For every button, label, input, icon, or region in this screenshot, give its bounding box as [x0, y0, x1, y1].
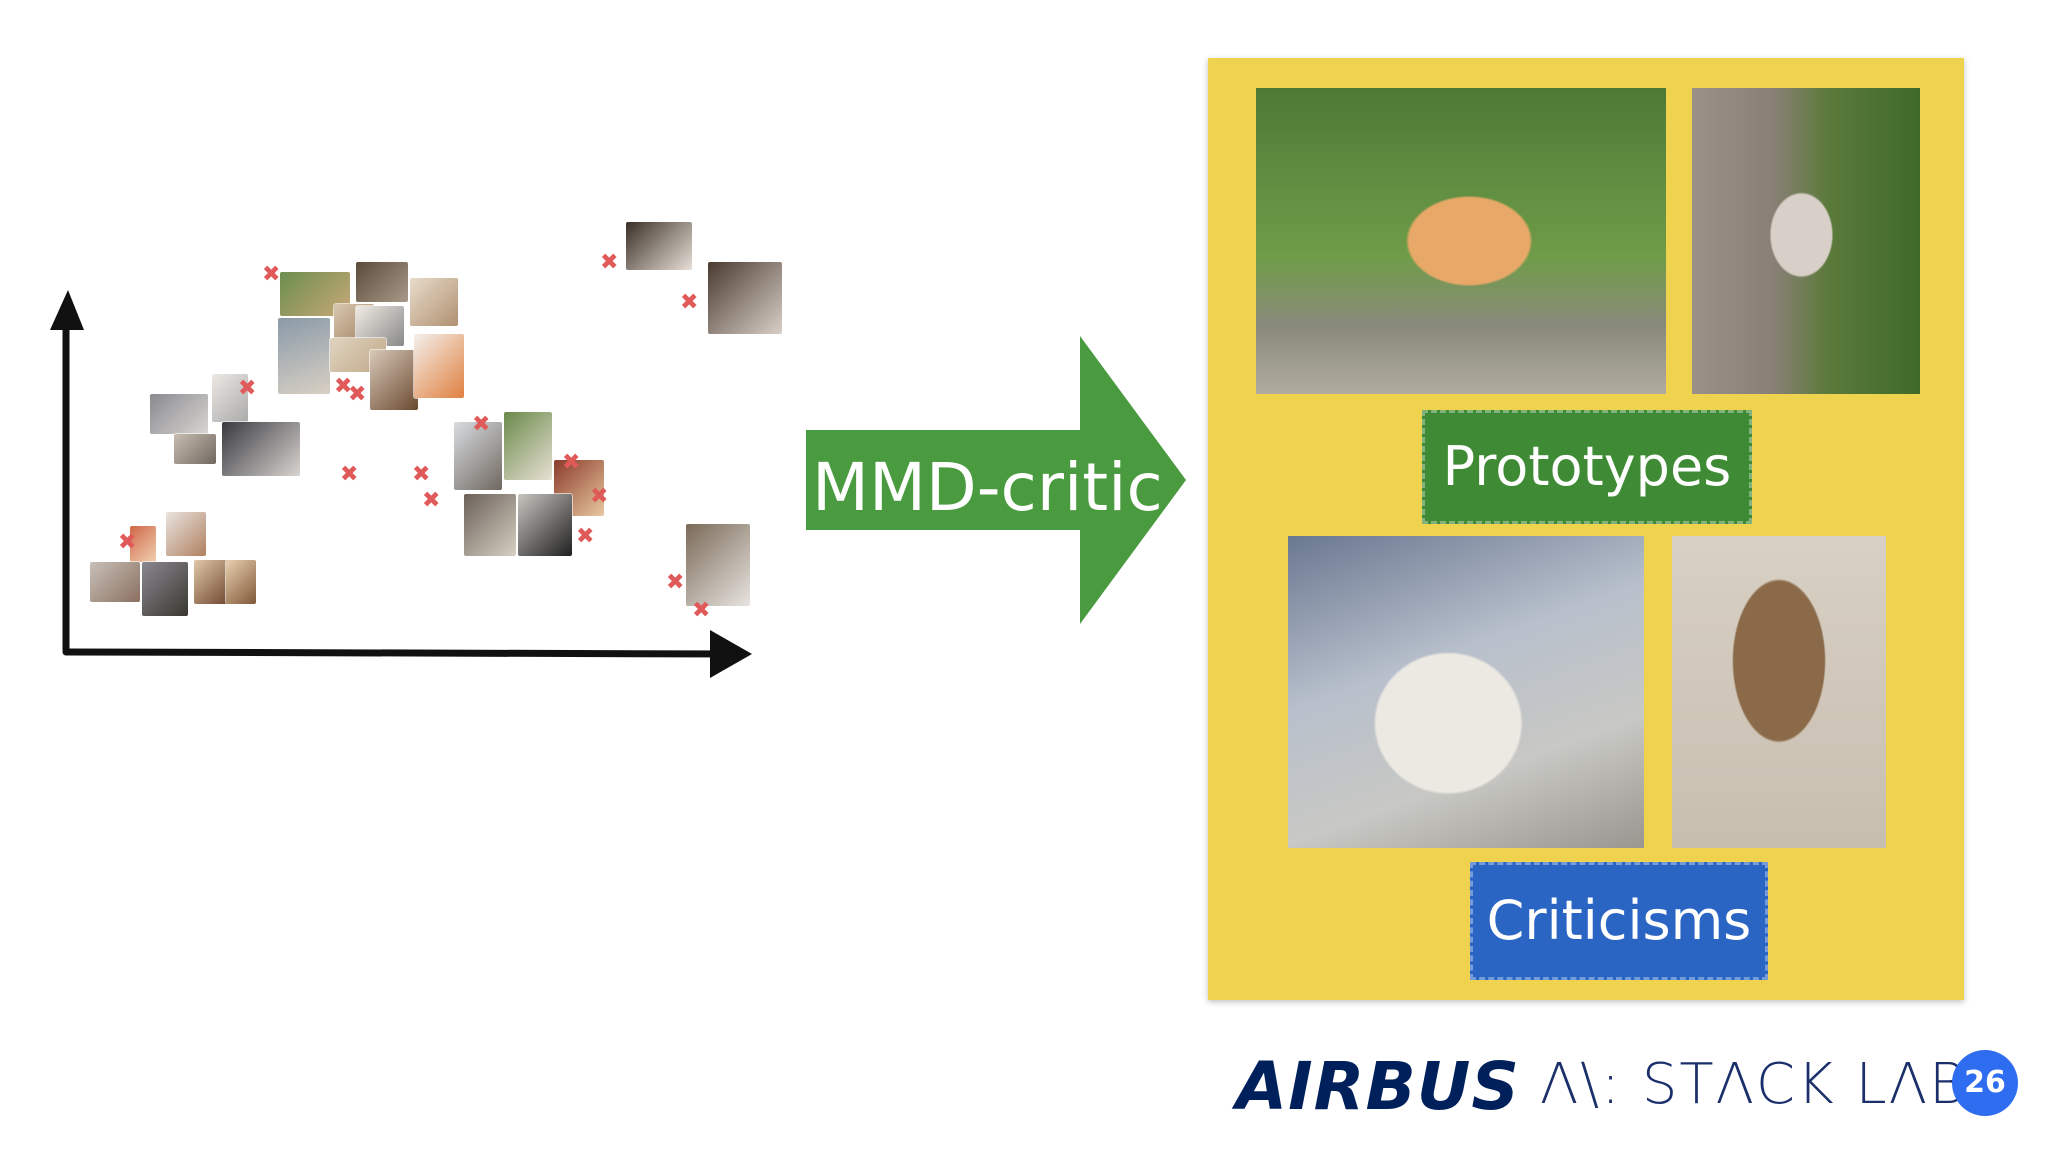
cat-thumbnail: [464, 494, 516, 556]
criticisms-label: Criticisms: [1470, 862, 1768, 980]
cat-thumbnail: [174, 434, 216, 464]
cat-thumbnail: [410, 278, 458, 326]
cat-thumbnail: [278, 318, 330, 394]
arrow-label: MMD-critic: [812, 449, 1163, 526]
prototype-photo-standing-cat: [1692, 88, 1920, 394]
criticism-marker-icon: ✖: [348, 382, 367, 407]
cat-thumbnail: [90, 562, 140, 602]
cat-thumbnail: [626, 222, 692, 270]
criticism-marker-icon: ✖: [472, 412, 491, 437]
cat-thumbnail: [414, 334, 464, 398]
criticism-marker-icon: ✖: [334, 374, 353, 399]
cat-thumbnail: [166, 512, 206, 556]
criticism-marker-icon: ✖: [692, 598, 711, 623]
criticism-marker-icon: ✖: [340, 462, 359, 487]
cat-thumbnail: [142, 562, 188, 616]
cat-thumbnail: [454, 422, 502, 490]
criticism-marker-icon: ✖: [422, 488, 441, 513]
cat-thumbnail: [504, 412, 552, 480]
criticism-marker-icon: ✖: [412, 462, 431, 487]
criticism-marker-icon: ✖: [666, 570, 685, 595]
criticism-photo-cat-on-laptop: [1288, 536, 1644, 848]
cat-thumbnail: [518, 494, 572, 556]
stack-labs-logo: Λ\: STΛCK LΛBS: [1540, 1052, 2005, 1117]
cat-thumbnail: [194, 560, 228, 604]
criticism-marker-icon: ✖: [118, 530, 137, 555]
cat-thumbnail: [370, 350, 418, 410]
prototypes-label: Prototypes: [1422, 410, 1752, 524]
criticism-marker-icon: ✖: [576, 524, 595, 549]
criticism-marker-icon: ✖: [238, 376, 257, 401]
cat-thumbnail: [150, 394, 208, 434]
cat-thumbnail: [708, 262, 782, 334]
cat-thumbnail: [356, 262, 408, 302]
page-number-badge: 26: [1952, 1050, 2018, 1116]
cat-thumbnail: [222, 422, 300, 476]
cat-thumbnail: [686, 524, 750, 606]
criticism-marker-icon: ✖: [600, 250, 619, 275]
airbus-logo: AIRBUS: [1236, 1048, 1520, 1125]
cat-thumbnail: [226, 560, 256, 604]
criticism-photo-cat-in-hood: [1672, 536, 1886, 848]
results-panel: Prototypes Criticisms: [1208, 58, 1964, 1000]
criticism-marker-icon: ✖: [262, 262, 281, 287]
cat-thumbnail: [130, 526, 156, 562]
prototypes-text: Prototypes: [1442, 435, 1732, 498]
prototype-photo-kitten: [1256, 88, 1666, 394]
criticism-marker-icon: ✖: [680, 290, 699, 315]
criticisms-text: Criticisms: [1486, 889, 1752, 952]
cat-thumbnail: [212, 374, 248, 422]
mmd-critic-arrow: [806, 336, 1186, 624]
axes: [50, 290, 752, 678]
criticism-marker-icon: ✖: [562, 450, 581, 475]
criticism-marker-icon: ✖: [590, 484, 609, 509]
